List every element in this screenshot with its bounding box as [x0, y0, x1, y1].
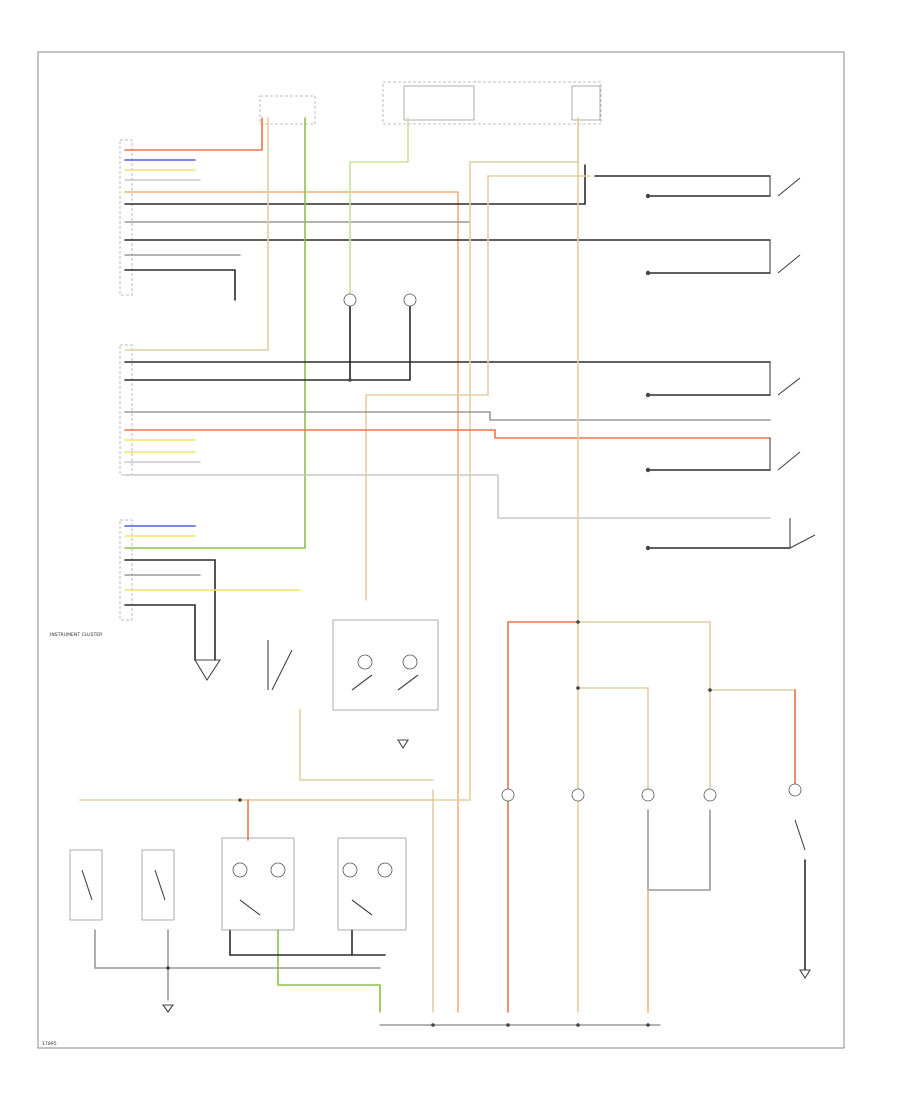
fuse-box-center-inner: [403, 85, 475, 121]
switch-lower-4: [351, 899, 373, 916]
housing-left-2: [141, 849, 175, 921]
switch-right-3: [769, 362, 801, 396]
wire-black-1: [124, 164, 586, 205]
splice-5: [238, 798, 242, 802]
lamp-right-4: [703, 788, 717, 802]
switch-right-5: [789, 518, 816, 549]
terminal-2: [645, 270, 651, 276]
wire-tan-5: [239, 161, 471, 801]
lamp-lower-2: [270, 862, 286, 878]
diagram-code: 17895: [42, 1041, 57, 1047]
splice-3: [576, 686, 580, 690]
lamp-lower-4: [377, 862, 393, 878]
lamp-left-1: [343, 293, 357, 307]
switch-right-lower: [794, 819, 806, 851]
wire-gray-right-1: [647, 809, 711, 891]
terminal-1: [645, 193, 651, 199]
wire-tan-3: [365, 175, 591, 396]
lamp-center-1: [357, 654, 373, 670]
splice-4: [708, 688, 712, 692]
wire-black-6: [124, 559, 216, 661]
wire-gray-bottom-1: [94, 929, 381, 969]
splice-6: [166, 966, 170, 970]
lamp-lower-3: [342, 862, 358, 878]
lamp-lower-1: [232, 862, 248, 878]
fuse-box-center: [382, 81, 602, 125]
wire-ltgray-3: [124, 474, 771, 519]
switch-lower-3: [239, 899, 261, 916]
lamp-right-5: [788, 783, 802, 797]
fuse-box-left: [259, 95, 316, 125]
lamp-left-2: [403, 293, 417, 307]
wire-tan-right-5: [709, 689, 796, 791]
instrument-cluster-outline: [119, 519, 133, 621]
lamp-right-3: [641, 788, 655, 802]
splice-8: [506, 1023, 510, 1027]
wire-tan-right-3: [577, 687, 649, 801]
passenger-module-outline: [119, 344, 133, 476]
wire-green-bottom: [277, 929, 381, 1013]
switch-center-1: [351, 674, 373, 691]
ground-bottom-right: [799, 969, 811, 980]
lamp-right-1: [501, 788, 515, 802]
wire-tan-right-2: [577, 621, 711, 691]
switch-right-2: [769, 240, 801, 274]
splice-1: [348, 378, 352, 382]
housing-left-1: [69, 849, 103, 921]
lamp-center-2: [402, 654, 418, 670]
wire-tan-4: [469, 117, 579, 163]
lamp-right-2: [571, 788, 585, 802]
ground-bottom-left: [161, 1004, 175, 1013]
body-control-module-outline: [119, 139, 133, 296]
splice-2: [576, 620, 580, 624]
label-instrument-cluster: INSTRUMENT CLUSTER: [50, 632, 103, 638]
wire-lightgreen-top: [349, 117, 409, 163]
ground-left-cluster: [194, 659, 222, 682]
wire-red-2: [124, 429, 771, 439]
housing-center-1: [221, 837, 295, 931]
splice-10: [646, 1023, 650, 1027]
wire-orange-long: [124, 191, 459, 1013]
fuse-box-right-inner: [571, 85, 601, 121]
splice-7: [431, 1023, 435, 1027]
wire-gray-3: [124, 411, 771, 421]
wire-black-3: [124, 269, 236, 301]
wire-green-main: [124, 117, 306, 549]
switch-door: [267, 640, 293, 691]
wire-tan-1: [124, 117, 269, 351]
terminal-4: [645, 467, 651, 473]
switch-center-2: [397, 674, 419, 691]
switch-lower-2: [154, 869, 166, 901]
diagram-frame: [37, 51, 845, 1049]
switch-lower-1: [81, 869, 93, 901]
switch-right-4: [769, 438, 801, 471]
wire-black-5: [124, 299, 411, 381]
wire-black-7: [124, 604, 196, 661]
switch-right-1: [769, 176, 801, 197]
wire-black-bottom-1: [229, 929, 386, 956]
wire-tan-lower-mid: [299, 709, 434, 781]
terminal-5: [645, 545, 651, 551]
housing-center-2: [337, 837, 407, 931]
terminal-3: [645, 392, 651, 398]
splice-9: [576, 1023, 580, 1027]
wire-red-1: [124, 117, 263, 151]
ground-center: [397, 739, 409, 750]
center-switch-box: [332, 619, 439, 711]
